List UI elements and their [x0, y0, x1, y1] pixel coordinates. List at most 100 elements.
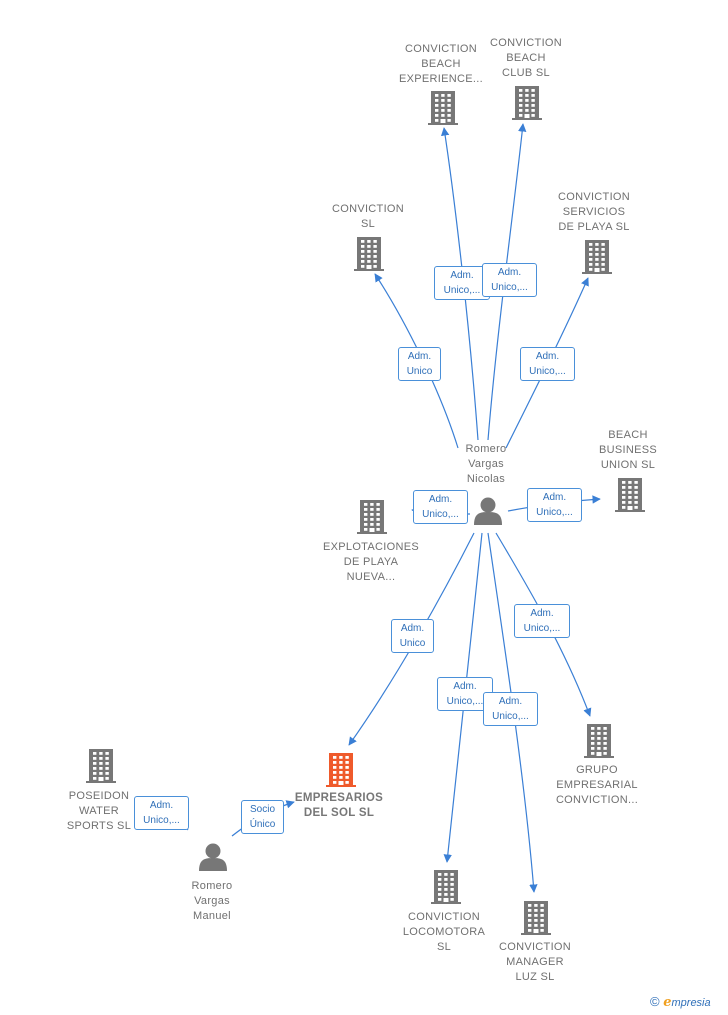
node-label-line: CONVICTION: [404, 43, 478, 55]
edge-label-line: Unico: [399, 638, 426, 649]
node-label-line: CONVICTION: [489, 37, 563, 49]
node-label-locomotora[interactable]: CONVICTION LOCOMOTORA SL: [374, 910, 514, 955]
edge-label-line: Adm.: [450, 270, 474, 281]
edge-label-line: Unico,...: [529, 366, 566, 377]
node-label-line: EMPRESARIOS: [294, 792, 384, 804]
edge-label-line: Adm.: [407, 351, 432, 362]
edge-label-line: Unico,...: [523, 623, 561, 634]
person-icon-romero-nicolas[interactable]: [474, 497, 502, 526]
node-label-line: CONVICTION...: [555, 794, 639, 806]
empresia-logo-text: mpresia: [671, 997, 711, 1009]
node-label-empresarios[interactable]: EMPRESARIOS DEL SOL SL: [269, 791, 409, 821]
node-label-line: CONVICTION: [407, 911, 481, 923]
building-icon-poseidon[interactable]: [86, 749, 116, 783]
node-label-line: CLUB SL: [502, 67, 550, 79]
node-label-line: EMPRESARIAL: [556, 779, 638, 791]
edge-label-line: Único: [249, 819, 276, 830]
node-label-line: BUSINESS: [598, 444, 658, 456]
node-label-line: SL: [360, 218, 376, 230]
person-icon-romero-manuel[interactable]: [199, 843, 227, 872]
main-company-building-icon[interactable]: [326, 753, 356, 787]
edge-label-line: Unico,...: [422, 509, 459, 520]
edge-label-line: Adm.: [530, 608, 554, 619]
building-icon-beach-experience[interactable]: [428, 91, 458, 125]
node-label-beach-club[interactable]: CONVICTION BEACH CLUB SL: [456, 36, 596, 81]
edge-label-line: Adm.: [453, 681, 477, 692]
edge-label-manager-luz[interactable]: Adm. Unico,...: [483, 692, 538, 726]
node-label-line: DE PLAYA: [343, 556, 399, 568]
building-icon-beach-club[interactable]: [512, 86, 542, 120]
node-label-line: GRUPO: [576, 764, 618, 776]
node-label-line: DEL SOL SL: [303, 807, 375, 819]
node-label-line: MANAGER: [506, 956, 564, 968]
icons-layer: [86, 86, 645, 935]
edge-label-line: Unico,...: [491, 282, 528, 293]
node-label-line: EXPERIENCE...: [399, 73, 483, 85]
edge-label-beach-experience[interactable]: Adm. Unico,...: [434, 266, 490, 300]
node-label-conviction-sl[interactable]: CONVICTION SL: [298, 202, 438, 232]
building-icon-locomotora[interactable]: [431, 870, 461, 904]
node-label-line: Romero: [191, 880, 233, 892]
building-icon-conviction-sl[interactable]: [354, 237, 384, 271]
node-label-line: Vargas: [468, 458, 504, 470]
edge-label-line: Adm.: [542, 492, 567, 503]
edge-label-line: Unico,...: [536, 507, 573, 518]
edge-label-line: Unico,...: [443, 285, 481, 296]
empresia-logo-initial: e: [663, 995, 672, 1010]
edge-label-grupo[interactable]: Adm. Unico,...: [514, 604, 570, 638]
edge-label-line: Unico,...: [446, 696, 484, 707]
edge-label-line: Adm.: [498, 696, 523, 707]
node-label-grupo[interactable]: GRUPO EMPRESARIAL CONVICTION...: [527, 763, 667, 808]
edge-label-line: Socio: [249, 804, 275, 815]
node-label-line: WATER: [79, 805, 119, 817]
node-label-line: Romero: [465, 443, 507, 455]
node-label-line: LOCOMOTORA: [402, 926, 486, 938]
node-label-line: BEACH: [421, 58, 461, 70]
node-label-line: UNION SL: [600, 459, 656, 471]
node-label-servicios[interactable]: CONVICTION SERVICIOS DE PLAYA SL: [524, 190, 664, 235]
edge-label-explotaciones[interactable]: Adm. Unico,...: [413, 490, 468, 524]
edge-label-line: Adm.: [535, 351, 560, 362]
node-label-line: CONVICTION: [331, 203, 405, 215]
node-label-line: BEACH: [608, 429, 648, 441]
node-label-line: SPORTS SL: [66, 820, 132, 832]
building-icon-grupo[interactable]: [584, 724, 614, 758]
node-label-explotaciones[interactable]: EXPLOTACIONES DE PLAYA NUEVA...: [301, 540, 441, 585]
node-label-line: Manuel: [193, 910, 231, 922]
edge-label-line: Adm.: [497, 267, 522, 278]
edge-label-line: Adm.: [149, 800, 174, 811]
node-label-line: EXPLOTACIONES: [323, 541, 419, 553]
edge-label-beach-club[interactable]: Adm. Unico,...: [482, 263, 537, 297]
edge-label-empresarios[interactable]: Adm.Unico: [391, 619, 434, 653]
edge-label-servicios[interactable]: Adm. Unico,...: [520, 347, 575, 381]
node-label-line: NUEVA...: [346, 571, 396, 583]
building-icon-explotaciones[interactable]: [357, 500, 387, 534]
node-label-beach-experience[interactable]: CONVICTION BEACH EXPERIENCE...: [371, 42, 511, 87]
node-label-manager-luz[interactable]: CONVICTION MANAGER LUZ SL: [465, 940, 605, 985]
edge-label-beach-business[interactable]: Adm. Unico,...: [527, 488, 582, 522]
node-label-line: SERVICIOS: [562, 206, 626, 218]
node-label-beach-business[interactable]: BEACH BUSINESS UNION SL: [558, 428, 698, 473]
node-label-line: CONVICTION: [557, 191, 631, 203]
node-label-line: Nicolas: [466, 473, 506, 485]
node-label-line: SL: [436, 941, 452, 953]
node-label-line: Vargas: [194, 895, 230, 907]
edge-label-line: Unico,...: [492, 711, 529, 722]
empresia-footer[interactable]: © empresia: [650, 994, 711, 1010]
node-label-line: DE PLAYA SL: [558, 221, 630, 233]
node-label-line: CONVICTION: [498, 941, 572, 953]
edge-label-poseidon[interactable]: Adm.Unico,...: [134, 796, 189, 830]
building-icon-manager-luz[interactable]: [521, 901, 551, 935]
copyright-symbol: ©: [650, 994, 660, 1009]
building-icon-beach-business[interactable]: [615, 478, 645, 512]
node-label-line: BEACH: [506, 52, 546, 64]
node-label-line: LUZ SL: [515, 971, 555, 983]
edge-label-line: Adm.: [428, 494, 453, 505]
building-icon-servicios[interactable]: [582, 240, 612, 274]
edge-label-conviction-sl[interactable]: Adm.Unico: [398, 347, 441, 381]
